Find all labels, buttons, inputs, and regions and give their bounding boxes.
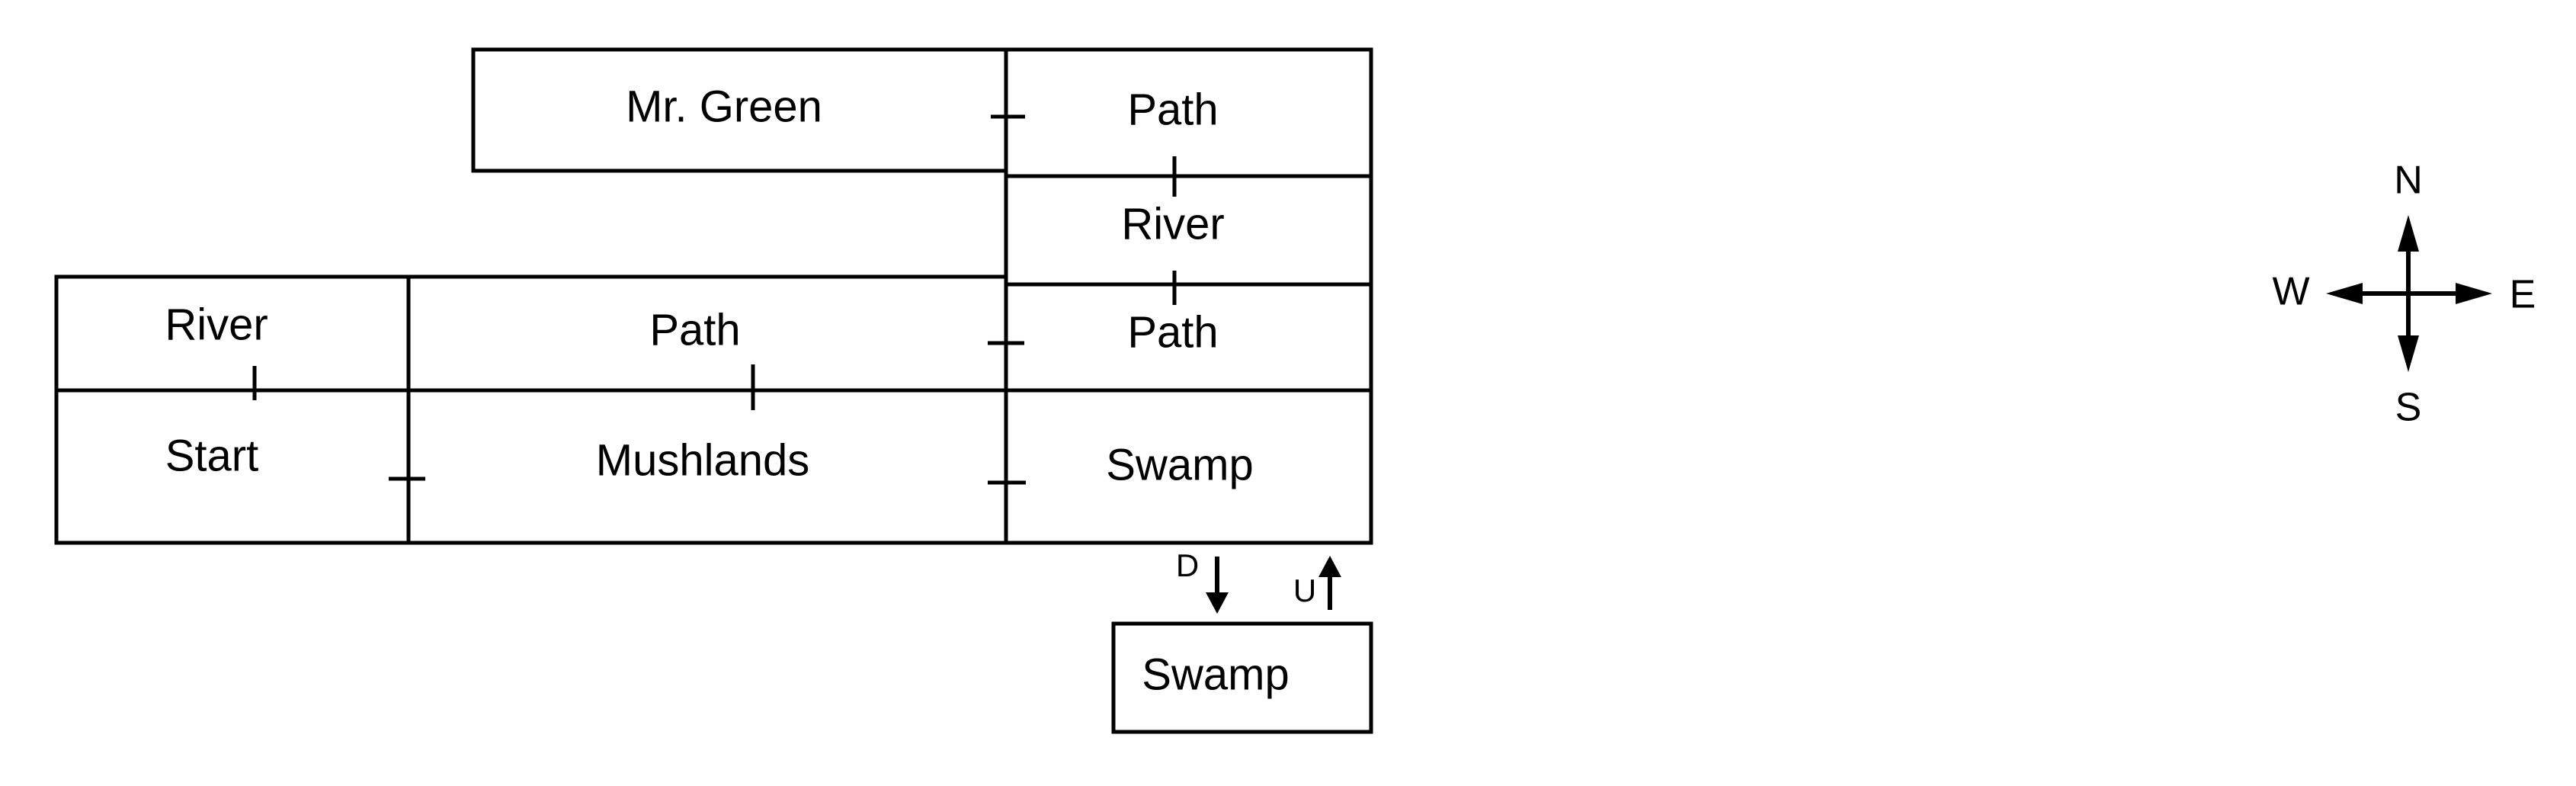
compass: N S W E — [2272, 159, 2536, 430]
room-label-river-east: River — [1121, 199, 1224, 249]
room-label-river-west: River — [165, 300, 268, 349]
compass-south-arrow-icon — [2398, 335, 2419, 372]
compass-north-arrow-icon — [2398, 215, 2419, 252]
room-label-path-north: Path — [1127, 85, 1218, 134]
room-label-path-east: Path — [1127, 307, 1218, 357]
room-label-mr-green: Mr. Green — [626, 82, 822, 131]
down-label: D — [1176, 547, 1199, 583]
compass-west-arrow-icon — [2326, 283, 2363, 304]
down-arrow-head — [1206, 592, 1229, 614]
compass-west-label: W — [2272, 270, 2309, 314]
room-label-start: Start — [165, 431, 259, 480]
compass-south-label: S — [2395, 386, 2422, 430]
room-label-mushlands: Mushlands — [596, 435, 809, 485]
compass-north-label: N — [2394, 159, 2423, 203]
compass-east-label: E — [2510, 273, 2536, 317]
up-arrow-head — [1318, 556, 1341, 577]
room-swamp-lower — [1111, 621, 1373, 734]
room-left-block — [54, 274, 1008, 545]
room-label-path-middle: Path — [649, 305, 740, 355]
room-label-swamp-lower: Swamp — [1142, 650, 1289, 699]
up-label: U — [1293, 573, 1316, 608]
room-label-swamp-upper: Swamp — [1106, 440, 1253, 489]
compass-east-arrow-icon — [2456, 283, 2492, 304]
